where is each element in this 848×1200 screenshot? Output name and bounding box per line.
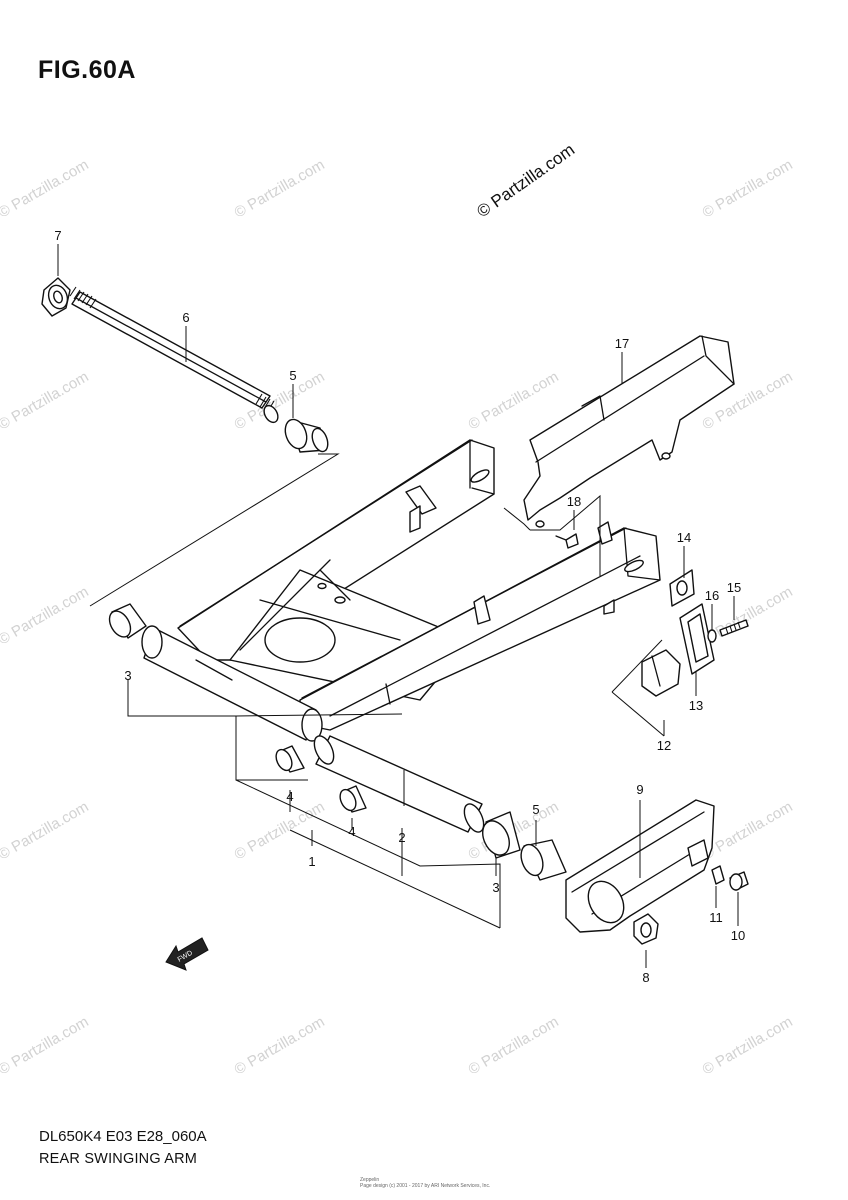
- watermark-tile: © Partzilla.com: [700, 1013, 796, 1078]
- collar-part-5-upper[interactable]: [281, 416, 330, 453]
- callout-11: 11: [709, 910, 723, 925]
- spacer-part-2[interactable]: [310, 733, 487, 835]
- watermark-tile: © Partzilla.com: [0, 156, 92, 221]
- chain-adjuster-part-14[interactable]: [669, 569, 695, 607]
- callout-numbers: 1 2 3 3 4 4 5 5 6 7 8 9 10 11 12 13 14 1…: [54, 228, 745, 985]
- watermark-tile: © Partzilla.com: [0, 583, 92, 648]
- bolt-part-15[interactable]: [719, 619, 749, 637]
- watermark-main: © Partzilla.com: [473, 140, 578, 221]
- collar-part-11[interactable]: [711, 865, 725, 885]
- model-code: DL650K4 E03 E28_060A: [39, 1128, 207, 1145]
- callout-9: 9: [636, 782, 643, 797]
- watermark-tile: © Partzilla.com: [700, 156, 796, 221]
- nut-part-7[interactable]: [41, 277, 71, 317]
- bearing-part-3-left[interactable]: [105, 603, 147, 641]
- watermark-tile: © Partzilla.com: [232, 156, 328, 221]
- leader-lines: [57, 244, 739, 968]
- callout-3-left: 3: [124, 668, 131, 683]
- credit-line-1: Zeppelin: [360, 1177, 380, 1183]
- pivot-shaft-part-6[interactable]: [69, 286, 281, 425]
- callout-4-right: 4: [348, 824, 355, 839]
- callout-4-left: 4: [286, 789, 293, 804]
- callout-17: 17: [615, 336, 629, 351]
- callout-10: 10: [731, 928, 745, 943]
- credit-line-2: Page design (c) 2001 - 2017 by ARI Netwo…: [360, 1183, 491, 1189]
- callout-18: 18: [567, 494, 581, 509]
- bolt-part-18[interactable]: [555, 533, 579, 549]
- figure-title: FIG.60A: [38, 56, 136, 84]
- callout-12: 12: [657, 738, 671, 753]
- callout-8: 8: [642, 970, 649, 985]
- chain-guard-part-17[interactable]: [523, 335, 735, 528]
- watermark-tile: © Partzilla.com: [232, 368, 328, 433]
- callout-5-lower: 5: [532, 802, 539, 817]
- callout-6: 6: [182, 310, 189, 325]
- adjuster-plate-part-13[interactable]: [679, 603, 715, 675]
- swing-arm-part-1[interactable]: [141, 439, 661, 742]
- watermark-tile: © Partzilla.com: [0, 1013, 92, 1078]
- nut-part-8[interactable]: [633, 913, 659, 945]
- watermark-tile: © Partzilla.com: [466, 1013, 562, 1078]
- callout-7: 7: [54, 228, 61, 243]
- watermark-tile: © Partzilla.com: [0, 798, 92, 863]
- callout-5-upper: 5: [289, 368, 296, 383]
- fwd-arrow-icon: FWD: [165, 937, 209, 971]
- bolt-part-10[interactable]: [729, 871, 749, 891]
- watermark-tile: © Partzilla.com: [232, 1013, 328, 1078]
- callout-3-right: 3: [492, 880, 499, 895]
- callout-1: 1: [308, 854, 315, 869]
- callout-15: 15: [727, 580, 741, 595]
- callout-2: 2: [398, 830, 405, 845]
- washer-part-16[interactable]: [707, 629, 717, 643]
- adjuster-block-part-12[interactable]: [641, 649, 681, 697]
- needle-bearing-part-4-left[interactable]: [273, 745, 305, 773]
- section-name: REAR SWINGING ARM: [39, 1151, 198, 1167]
- callout-13: 13: [689, 698, 703, 713]
- bearing-part-3-right[interactable]: [478, 811, 521, 859]
- watermark-tile: © Partzilla.com: [466, 368, 562, 433]
- collar-part-5-lower[interactable]: [517, 839, 567, 881]
- callout-16: 16: [705, 588, 719, 603]
- needle-bearing-part-4-right[interactable]: [337, 785, 367, 813]
- callout-14: 14: [677, 530, 691, 545]
- watermark-tile: © Partzilla.com: [0, 368, 92, 433]
- page-credit: Zeppelin Page design (c) 2001 - 2017 by …: [360, 1177, 490, 1189]
